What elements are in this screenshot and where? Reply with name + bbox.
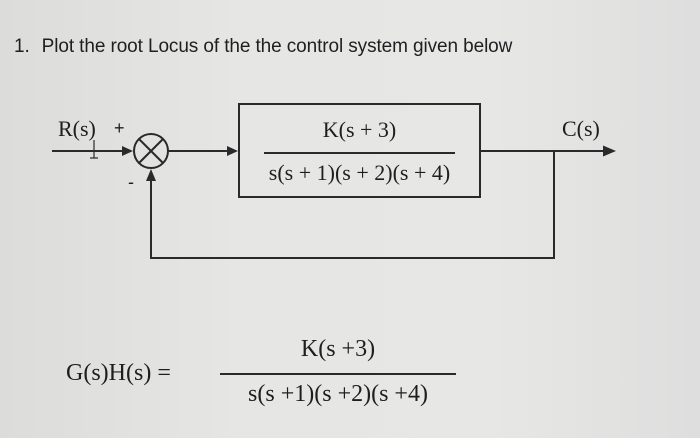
plus-sign: + — [114, 118, 125, 138]
output-arrowhead — [603, 145, 616, 157]
feedback-path-line — [150, 151, 555, 259]
block-denominator: s(s + 1)(s + 2)(s + 4) — [268, 160, 451, 185]
equation-numerator: K(s +3) — [300, 336, 376, 362]
output-label: C(s) — [562, 116, 600, 141]
block-numerator: K(s + 3) — [322, 117, 397, 142]
feedback-arrowhead — [146, 169, 156, 181]
input-arrowhead — [122, 146, 133, 156]
question-prompt: Plot the root Locus of the the control s… — [41, 36, 513, 57]
block-fraction-bar — [264, 152, 455, 154]
equation-denominator: s(s +1)(s +2)(s +4) — [248, 381, 428, 407]
input-label: R(s) — [58, 116, 96, 141]
summing-junction-icon — [133, 133, 169, 169]
minus-sign: - — [128, 172, 134, 192]
equation-fraction-bar — [220, 373, 456, 375]
question-number: 1. — [14, 36, 30, 57]
forward-transfer-function-block: K(s + 3) s(s + 1)(s + 2)(s + 4) — [238, 103, 481, 198]
question-text: 1. Plot the root Locus of the the control… — [14, 36, 512, 58]
equation-lhs: G(s)H(s) = — [66, 360, 171, 386]
block-input-arrowhead — [227, 146, 238, 156]
